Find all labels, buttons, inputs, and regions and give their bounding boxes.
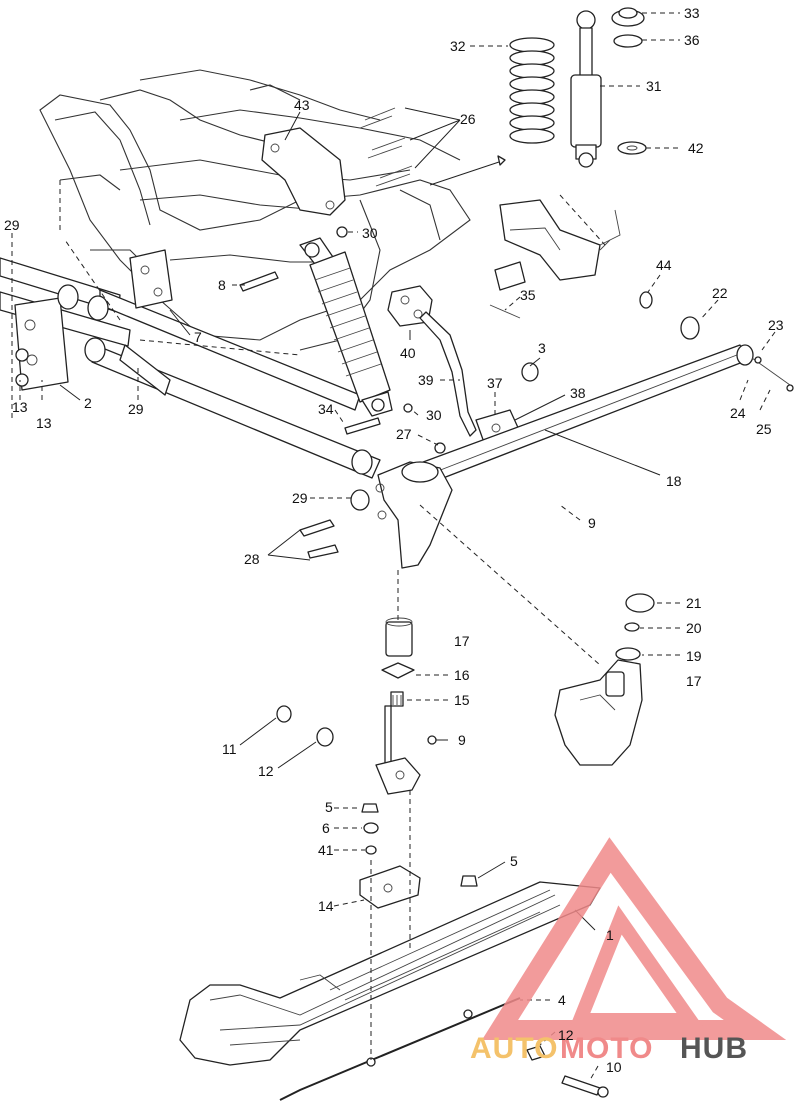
steering-linkage <box>387 285 539 449</box>
callout-13-b: 13 <box>36 415 52 431</box>
callout-37: 37 <box>487 375 503 391</box>
callout-13-a: 13 <box>12 399 28 415</box>
callout-leaders <box>11 12 776 1081</box>
ski-spindle-parts <box>554 593 655 766</box>
callout-5: 5 <box>325 799 333 815</box>
callout-9: 9 <box>588 515 596 531</box>
upper-right-bracket <box>494 199 700 340</box>
callout-12-b: 12 <box>558 1027 574 1043</box>
callout-14: 14 <box>318 898 334 914</box>
spindle-housing <box>299 442 453 569</box>
callout-10: 10 <box>606 1059 622 1075</box>
callout-5-b: 5 <box>510 853 518 869</box>
callout-11: 11 <box>222 741 237 757</box>
callout-7: 7 <box>194 329 202 345</box>
callout-17-b: 17 <box>686 673 702 689</box>
callout-22: 22 <box>712 285 728 301</box>
callout-9-b: 9 <box>458 732 466 748</box>
callout-44: 44 <box>656 257 672 273</box>
dashed-leader-lines <box>59 180 606 1060</box>
callout-1: 1 <box>606 927 614 943</box>
automotohub-watermark-logo <box>481 837 787 1040</box>
callout-26: 26 <box>460 111 476 127</box>
callout-2: 2 <box>84 395 92 411</box>
callout-36: 36 <box>684 32 700 48</box>
coil-spring <box>509 37 555 144</box>
callout-16: 16 <box>454 667 470 683</box>
callout-31: 31 <box>646 78 662 94</box>
callout-20: 20 <box>686 620 702 636</box>
ski <box>179 881 609 1101</box>
shock-absorber <box>299 226 413 435</box>
callout-15: 15 <box>454 692 470 708</box>
callout-24: 24 <box>730 405 746 421</box>
callout-34: 34 <box>318 401 334 417</box>
callout-35: 35 <box>520 287 536 303</box>
callout-21: 21 <box>686 595 702 611</box>
shock-cartridge <box>570 7 647 168</box>
spindle-stack <box>276 617 478 909</box>
callout-6: 6 <box>322 820 330 836</box>
callout-28: 28 <box>244 551 260 567</box>
callout-32: 32 <box>450 38 466 54</box>
callout-12: 12 <box>258 763 274 779</box>
callout-18: 18 <box>666 473 682 489</box>
axle-tube <box>414 344 794 486</box>
callout-33: 33 <box>684 5 700 21</box>
callout-43: 43 <box>294 97 310 113</box>
callout-30: 30 <box>362 225 378 241</box>
watermark-auto: AUTO <box>470 1032 558 1065</box>
callout-30-b: 30 <box>426 407 442 423</box>
callout-39: 39 <box>418 372 434 388</box>
callout-25: 25 <box>756 421 772 437</box>
callout-29: 29 <box>4 217 20 233</box>
callout-29-c: 29 <box>292 490 308 506</box>
watermark-hub: HUB <box>680 1032 748 1065</box>
callout-3: 3 <box>538 340 546 356</box>
callout-19: 19 <box>686 648 702 664</box>
callout-42: 42 <box>688 140 704 156</box>
watermark-moto: MOTO <box>560 1032 653 1065</box>
callout-4: 4 <box>558 992 566 1008</box>
callout-27: 27 <box>396 426 412 442</box>
callout-29-b: 29 <box>128 401 144 417</box>
callout-38: 38 <box>570 385 586 401</box>
watermark-text: AUTO MOTO HUB <box>470 1032 748 1065</box>
callout-23: 23 <box>768 317 784 333</box>
callout-numbers: 33 36 32 31 42 43 26 30 29 8 7 44 22 23 … <box>4 5 784 1075</box>
callout-41: 41 <box>318 842 334 858</box>
callout-8: 8 <box>218 277 226 293</box>
callout-17: 17 <box>454 633 470 649</box>
callout-40: 40 <box>400 345 416 361</box>
chassis-frame <box>0 69 471 479</box>
